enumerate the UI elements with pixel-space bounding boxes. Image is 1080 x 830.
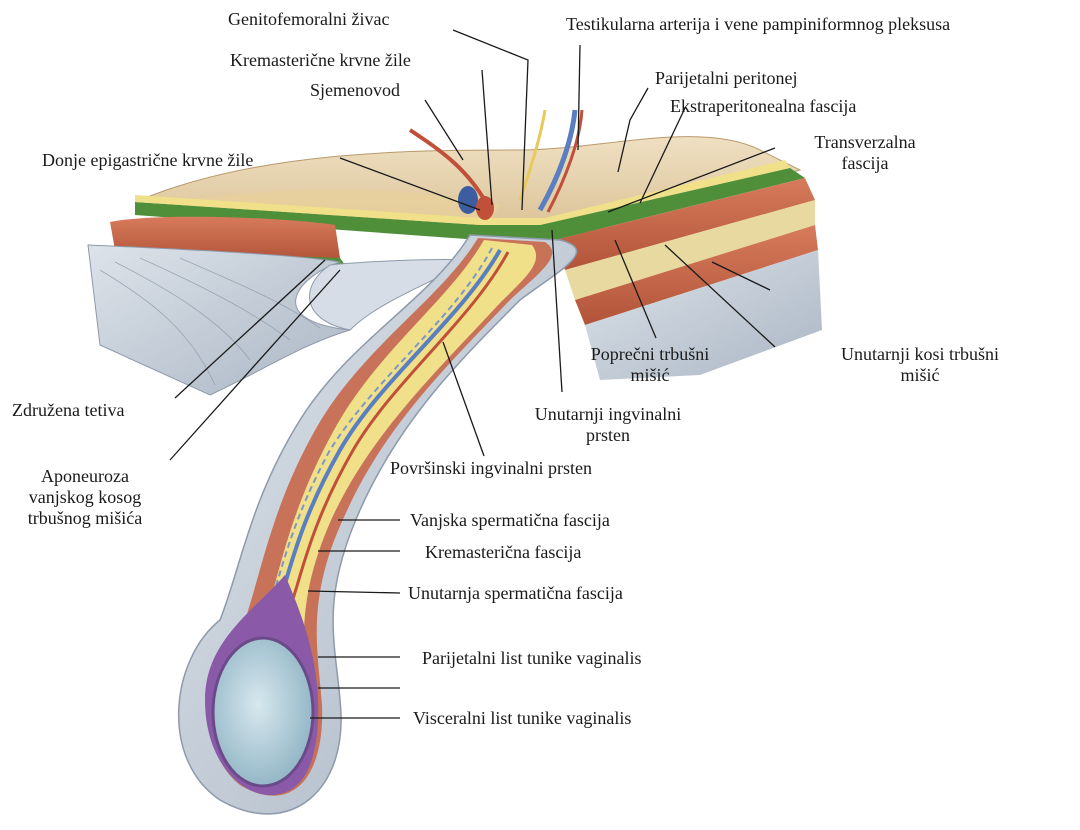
label-deep-ring-line2: prsten [508,425,708,446]
label-ext-oblique-line1: Aponeuroza [0,466,170,487]
label-deep-ring-line1: Unutarnji ingvinalni [508,404,708,425]
label-inferior-epigastric-vessels: Donje epigastrične krvne žile [42,150,253,171]
label-visceral-tunica-vaginalis: Visceralni list tunike vaginalis [413,708,631,729]
label-internal-oblique-line1: Unutarnji kosi trbušni [800,344,1040,365]
label-transversus-muscle: Poprečni trbušni mišić [570,344,730,386]
label-testicular-artery: Testikularna arterija i vene pampiniform… [566,14,950,35]
label-external-spermatic-fascia: Vanjska spermatična fascija [410,510,610,531]
label-transversus-muscle-line2: mišić [570,365,730,386]
label-ext-oblique-line3: trbušnog mišića [0,508,170,529]
label-superficial-inguinal-ring: Površinski ingvinalni prsten [390,458,592,479]
label-transversalis-fascia-line2: fascija [795,153,935,174]
label-transversalis-fascia: Transverzalna fascija [795,132,935,174]
label-extraperitoneal-fascia: Ekstraperitonealna fascija [670,96,856,117]
label-internal-oblique-muscle: Unutarnji kosi trbušni mišić [800,344,1040,386]
label-deep-inguinal-ring: Unutarnji ingvinalni prsten [508,404,708,446]
label-vas-deferens: Sjemenovod [310,80,400,101]
label-internal-spermatic-fascia: Unutarnja spermatična fascija [408,583,623,604]
label-transversalis-fascia-line1: Transverzalna [795,132,935,153]
label-parietal-tunica-vaginalis: Parijetalni list tunike vaginalis [422,648,641,669]
label-external-oblique-aponeurosis: Aponeuroza vanjskog kosog trbušnog mišić… [0,466,170,529]
label-conjoint-tendon: Združena tetiva [12,400,124,421]
label-cremasteric-fascia: Kremasterična fascija [425,542,581,563]
label-genitofemoral-nerve: Genitofemoralni živac [228,9,389,30]
label-parietal-peritoneum: Parijetalni peritonej [655,68,797,89]
label-transversus-muscle-line1: Poprečni trbušni [570,344,730,365]
label-internal-oblique-line2: mišić [800,365,1040,386]
label-cremasteric-vessels: Kremasterične krvne žile [230,50,411,71]
label-ext-oblique-line2: vanjskog kosog [0,487,170,508]
